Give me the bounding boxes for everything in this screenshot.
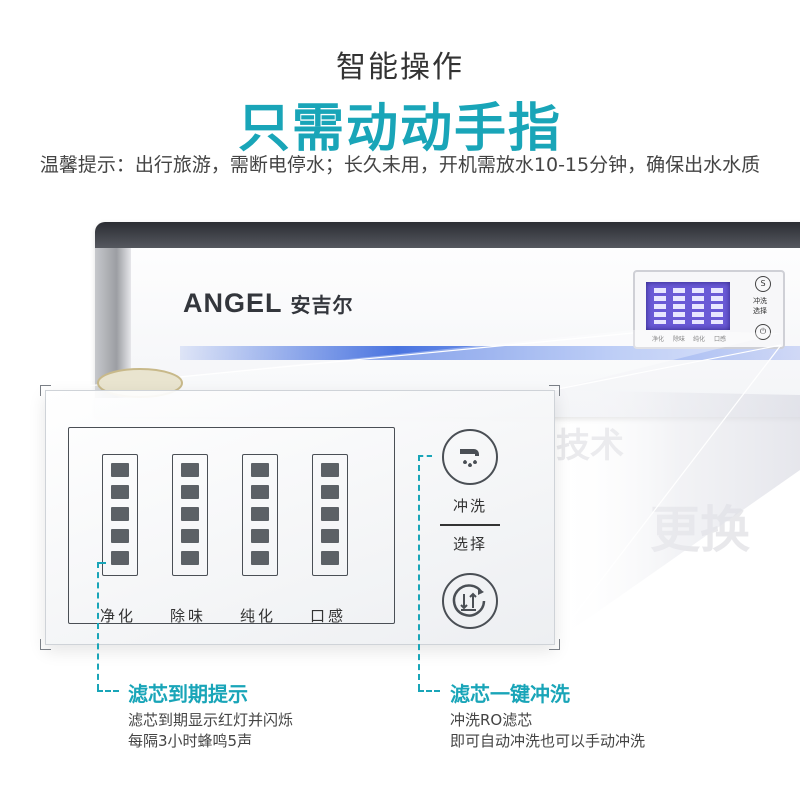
indicator-led	[181, 551, 199, 565]
indicator-led	[111, 485, 129, 499]
indicator-led	[181, 529, 199, 543]
indicator-led	[111, 529, 129, 543]
indicator-column-taste	[312, 454, 348, 576]
mini-indicator	[654, 288, 666, 324]
mini-button-text: 选择	[753, 307, 767, 315]
section-subtitle: 智能操作	[336, 50, 464, 85]
indicator-led	[111, 507, 129, 521]
device-top-cover	[95, 222, 800, 248]
brand-latin: ANGEL	[183, 288, 283, 318]
column-label-taste: 口感	[309, 607, 346, 625]
indicator-led	[181, 463, 199, 477]
brand-cn: 安吉尔	[290, 295, 354, 317]
left-callout-connector	[97, 690, 119, 692]
column-label-refine: 纯化	[239, 607, 276, 625]
mini-indicator	[673, 288, 685, 324]
one-key-flush-line1: 冲洗RO滤芯	[450, 711, 533, 729]
mini-label: 口感	[714, 336, 727, 343]
indicator-led	[181, 507, 199, 521]
mini-indicator	[692, 288, 704, 324]
device-control-panel: 净化 除味 纯化 口感 S 冲洗 选择 ⏻	[633, 270, 785, 349]
mini-select-icon[interactable]: ⏻	[755, 324, 771, 340]
indicator-led	[251, 463, 269, 477]
indicator-led	[251, 507, 269, 521]
brand-logo: ANGEL 安吉尔	[183, 288, 354, 319]
indicator-led	[321, 529, 339, 543]
filter-select-icon	[452, 584, 486, 617]
mini-label: 除味	[673, 336, 686, 343]
mini-indicator	[711, 288, 723, 324]
indicator-led	[251, 551, 269, 565]
one-key-flush-title: 滤芯一键冲洗	[450, 682, 570, 706]
indicator-led	[321, 551, 339, 565]
magnified-control-panel: 净化 除味 纯化 口感 冲洗 选择	[40, 385, 560, 650]
indicator-led	[181, 485, 199, 499]
one-key-flush-line2: 即可自动冲洗也可以手动冲洗	[450, 732, 646, 750]
right-callout-connector	[418, 690, 440, 692]
indicator-led	[321, 507, 339, 521]
indicator-column-purify	[102, 454, 138, 576]
select-label: 选择	[452, 535, 487, 553]
column-label-purify: 净化	[99, 607, 136, 625]
corner-mark	[40, 639, 51, 650]
mini-label: 纯化	[693, 336, 706, 343]
indicator-column-refine	[242, 454, 278, 576]
right-callout-connector	[418, 455, 420, 690]
projection-edge	[552, 344, 782, 391]
filter-expiry-title: 滤芯到期提示	[128, 682, 248, 706]
left-callout-connector	[98, 562, 106, 564]
corner-mark	[549, 639, 560, 650]
mini-label: 净化	[652, 336, 665, 343]
column-label-deodorize: 除味	[169, 607, 206, 625]
indicator-led	[111, 463, 129, 477]
left-callout-connector	[97, 562, 99, 690]
flush-water-icon	[460, 449, 479, 467]
indicator-led	[111, 551, 129, 565]
projection-beam	[553, 390, 800, 643]
device-display	[646, 282, 730, 330]
indicator-led	[251, 529, 269, 543]
button-divider	[440, 524, 500, 526]
corner-mark	[549, 385, 560, 396]
indicator-led	[251, 485, 269, 499]
right-callout-connector	[418, 455, 432, 457]
section-title: 只需动动手指	[237, 99, 562, 159]
mini-button-text: 冲洗	[753, 297, 767, 305]
blue-light-strip	[180, 346, 800, 360]
select-button[interactable]	[442, 573, 498, 629]
filter-expiry-line2: 每隔3小时蜂鸣5声	[128, 732, 253, 750]
usage-tip: 温馨提示：出行旅游，需断电停水；长久未用，开机需放水10-15分钟，确保出水水质	[39, 154, 761, 176]
indicator-led	[321, 463, 339, 477]
projection-edge	[552, 344, 782, 644]
flush-button[interactable]	[442, 429, 498, 485]
flush-label: 冲洗	[452, 497, 487, 515]
indicator-led	[321, 485, 339, 499]
indicator-frame	[68, 427, 395, 624]
mini-flush-icon[interactable]: S	[755, 276, 771, 292]
filter-expiry-line1: 滤芯到期显示红灯并闪烁	[128, 711, 294, 729]
projection-top	[45, 330, 781, 390]
corner-mark	[40, 385, 51, 396]
indicator-column-deodorize	[172, 454, 208, 576]
